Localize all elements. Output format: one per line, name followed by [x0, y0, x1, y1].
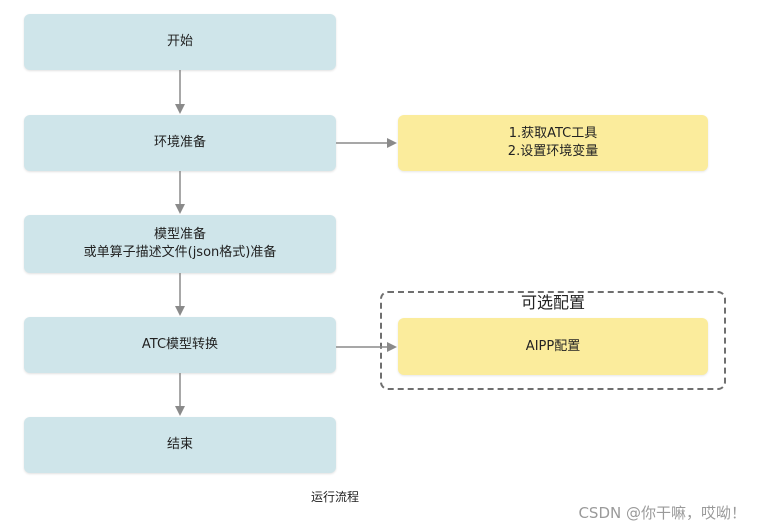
start-node: 开始 [24, 14, 336, 70]
model-prep-node: 模型准备 或单算子描述文件(json格式)准备 [24, 215, 336, 273]
aipp-config-label: AIPP配置 [525, 338, 581, 354]
env-step-2: 2.设置环境变量 [507, 144, 599, 159]
start-label: 开始 [166, 34, 193, 49]
env-step-1: 1.获取ATC工具 [508, 126, 598, 141]
optional-config-group [380, 291, 726, 390]
aipp-config-node: AIPP配置 [398, 318, 708, 375]
atc-convert-label: ATC模型转换 [141, 337, 219, 352]
optional-config-title: 可选配置 [520, 293, 585, 312]
model-prep-label-line2: 或单算子描述文件(json格式)准备 [83, 245, 277, 260]
end-node: 结束 [24, 417, 336, 473]
model-prep-label-line1: 模型准备 [153, 227, 206, 242]
atc-convert-node: ATC模型转换 [24, 317, 336, 373]
env-prep-node: 环境准备 [24, 115, 336, 171]
env-steps-node: 1.获取ATC工具 2.设置环境变量 [398, 115, 708, 171]
diagram-caption: 运行流程 [310, 490, 359, 504]
env-prep-label: 环境准备 [153, 135, 206, 150]
watermark: CSDN @你干嘛，哎呦！ [578, 504, 746, 522]
end-label: 结束 [166, 437, 193, 452]
